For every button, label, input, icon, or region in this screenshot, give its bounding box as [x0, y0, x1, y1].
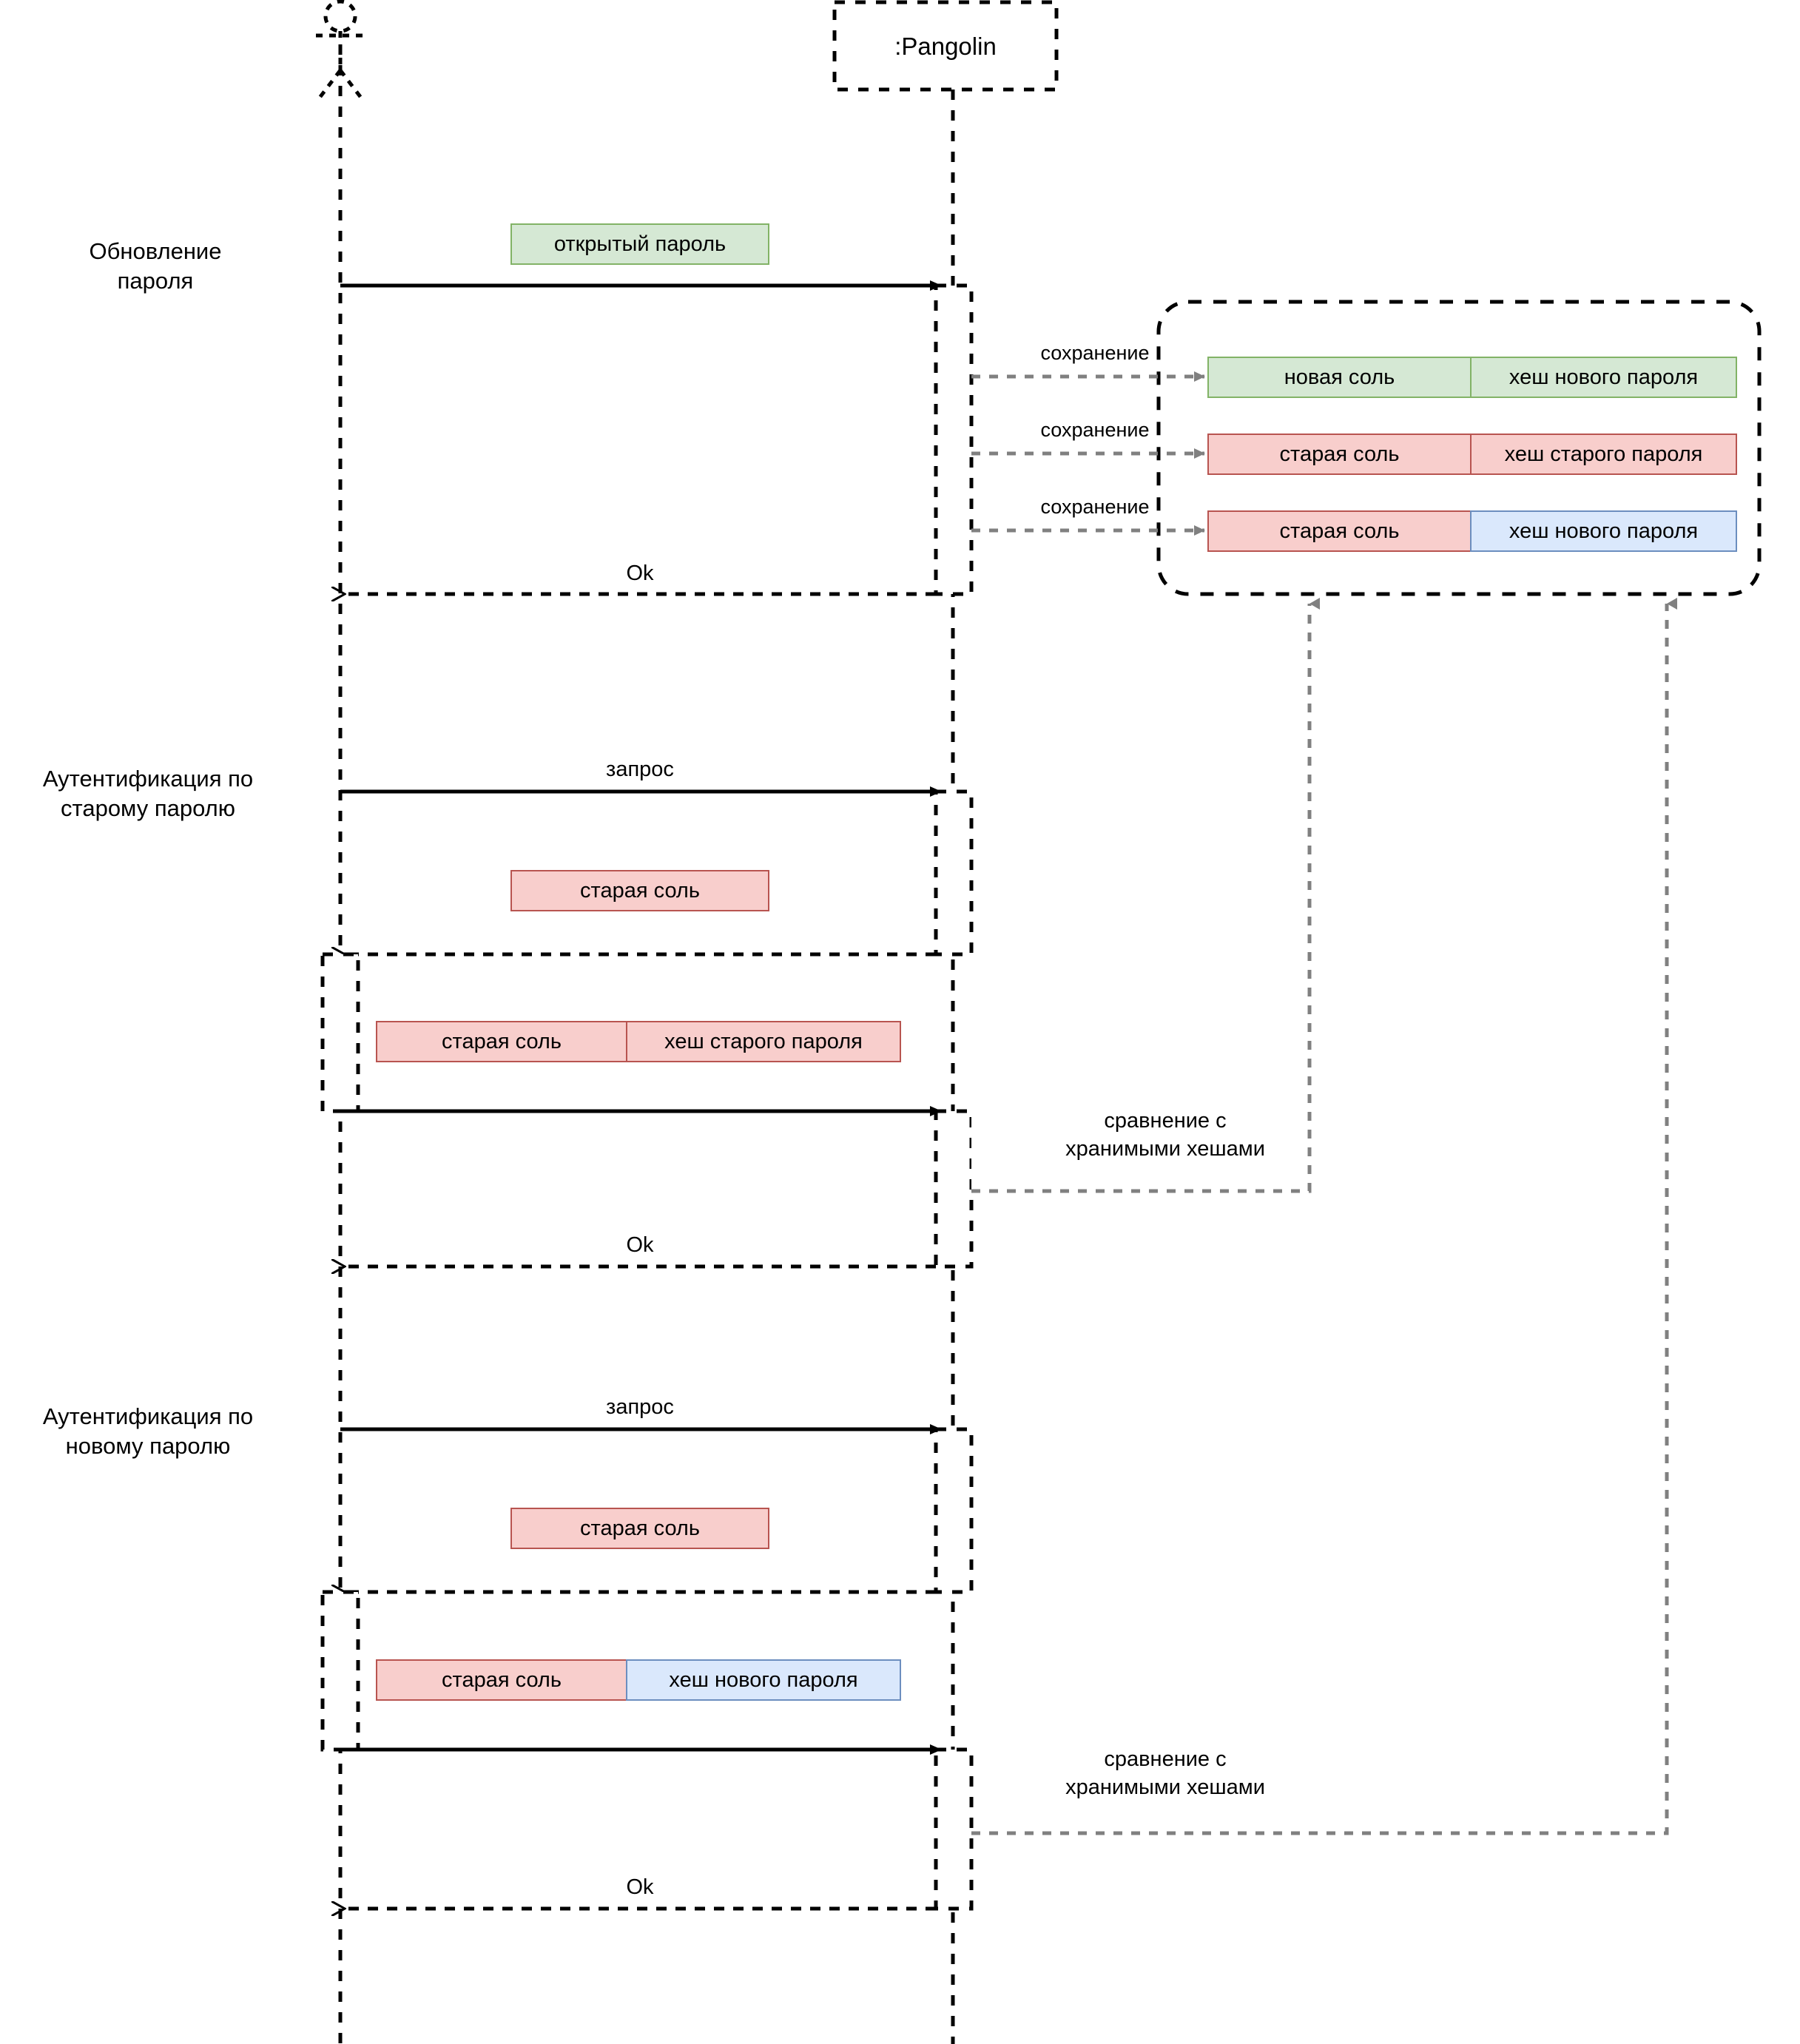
data-box-open-password: открытый пароль	[510, 223, 769, 265]
payload-old-hash: хеш старого пароля	[626, 1021, 901, 1062]
message-label-ok-3: Ok	[626, 1875, 654, 1899]
compare-note-label-2: сравнение с хранимыми хешами	[1065, 1747, 1265, 1799]
payload-mixed-salt: старая соль	[376, 1659, 626, 1701]
activation-pangolin-1	[934, 283, 974, 596]
phase-label-auth-old: Аутентификация по старому паролю	[42, 766, 254, 822]
data-box-old-salt-2: старая соль	[510, 1508, 769, 1549]
pangolin-lifeline-header	[832, 0, 1059, 92]
storage-record-mixed-salt: старая соль	[1207, 510, 1470, 552]
compare-note-label-1: сравнение с хранимыми хешами	[1065, 1109, 1265, 1161]
compare-note-box-1	[971, 1109, 1312, 1190]
storage-record-mixed: старая соль хеш нового пароля	[1207, 510, 1737, 552]
save-label-2: сохранение	[1040, 419, 1150, 441]
message-label-request-2: запрос	[606, 1395, 674, 1419]
compare-connector-1	[971, 598, 1320, 1193]
data-box-open-password-label: открытый пароль	[553, 232, 727, 256]
storage-record-mixed-hash: хеш нового пароля	[1470, 510, 1737, 552]
data-box-old-salt-1-label: старая соль	[580, 878, 700, 903]
activation-pangolin-4	[934, 1427, 974, 1594]
compare-connector-2	[971, 598, 1677, 1835]
message-label-ok-2: Ok	[626, 1233, 654, 1257]
message-label-request-1: запрос	[606, 758, 674, 781]
lifeline-title-pangolin: :Pangolin	[894, 33, 997, 60]
activation-pangolin-3	[934, 1109, 974, 1269]
storage-record-old: старая соль хеш старого пароля	[1207, 434, 1737, 475]
activation-actor-1	[320, 952, 360, 1113]
payload-new-salt-hash: старая соль хеш нового пароля	[376, 1659, 901, 1701]
payload-old-salt-hash: старая соль хеш старого пароля	[376, 1021, 901, 1062]
message-label-ok-1: Ok	[626, 561, 654, 585]
storage-record-old-hash: хеш старого пароля	[1470, 434, 1737, 475]
data-box-old-salt-1: старая соль	[510, 870, 769, 911]
storage-record-new: новая соль хеш нового пароля	[1207, 357, 1737, 398]
phase-label-password-update: Обновление пароля	[89, 238, 222, 294]
activation-pangolin-2	[934, 789, 974, 957]
storage-record-old-salt: старая соль	[1207, 434, 1470, 475]
storage-record-new-salt: новая соль	[1207, 357, 1470, 398]
phase-label-auth-new: Аутентификация по новому паролю	[42, 1403, 254, 1460]
save-label-3: сохранение	[1040, 496, 1150, 518]
payload-old-salt: старая соль	[376, 1021, 626, 1062]
payload-mixed-hash: хеш нового пароля	[626, 1659, 901, 1701]
activation-actor-2	[320, 1590, 360, 1752]
save-label-1: сохранение	[1040, 342, 1150, 364]
activation-pangolin-5	[934, 1747, 974, 1911]
data-box-old-salt-2-label: старая соль	[580, 1516, 700, 1540]
storage-record-new-hash: хеш нового пароля	[1470, 357, 1737, 398]
actor-stick-figure	[316, 0, 365, 99]
